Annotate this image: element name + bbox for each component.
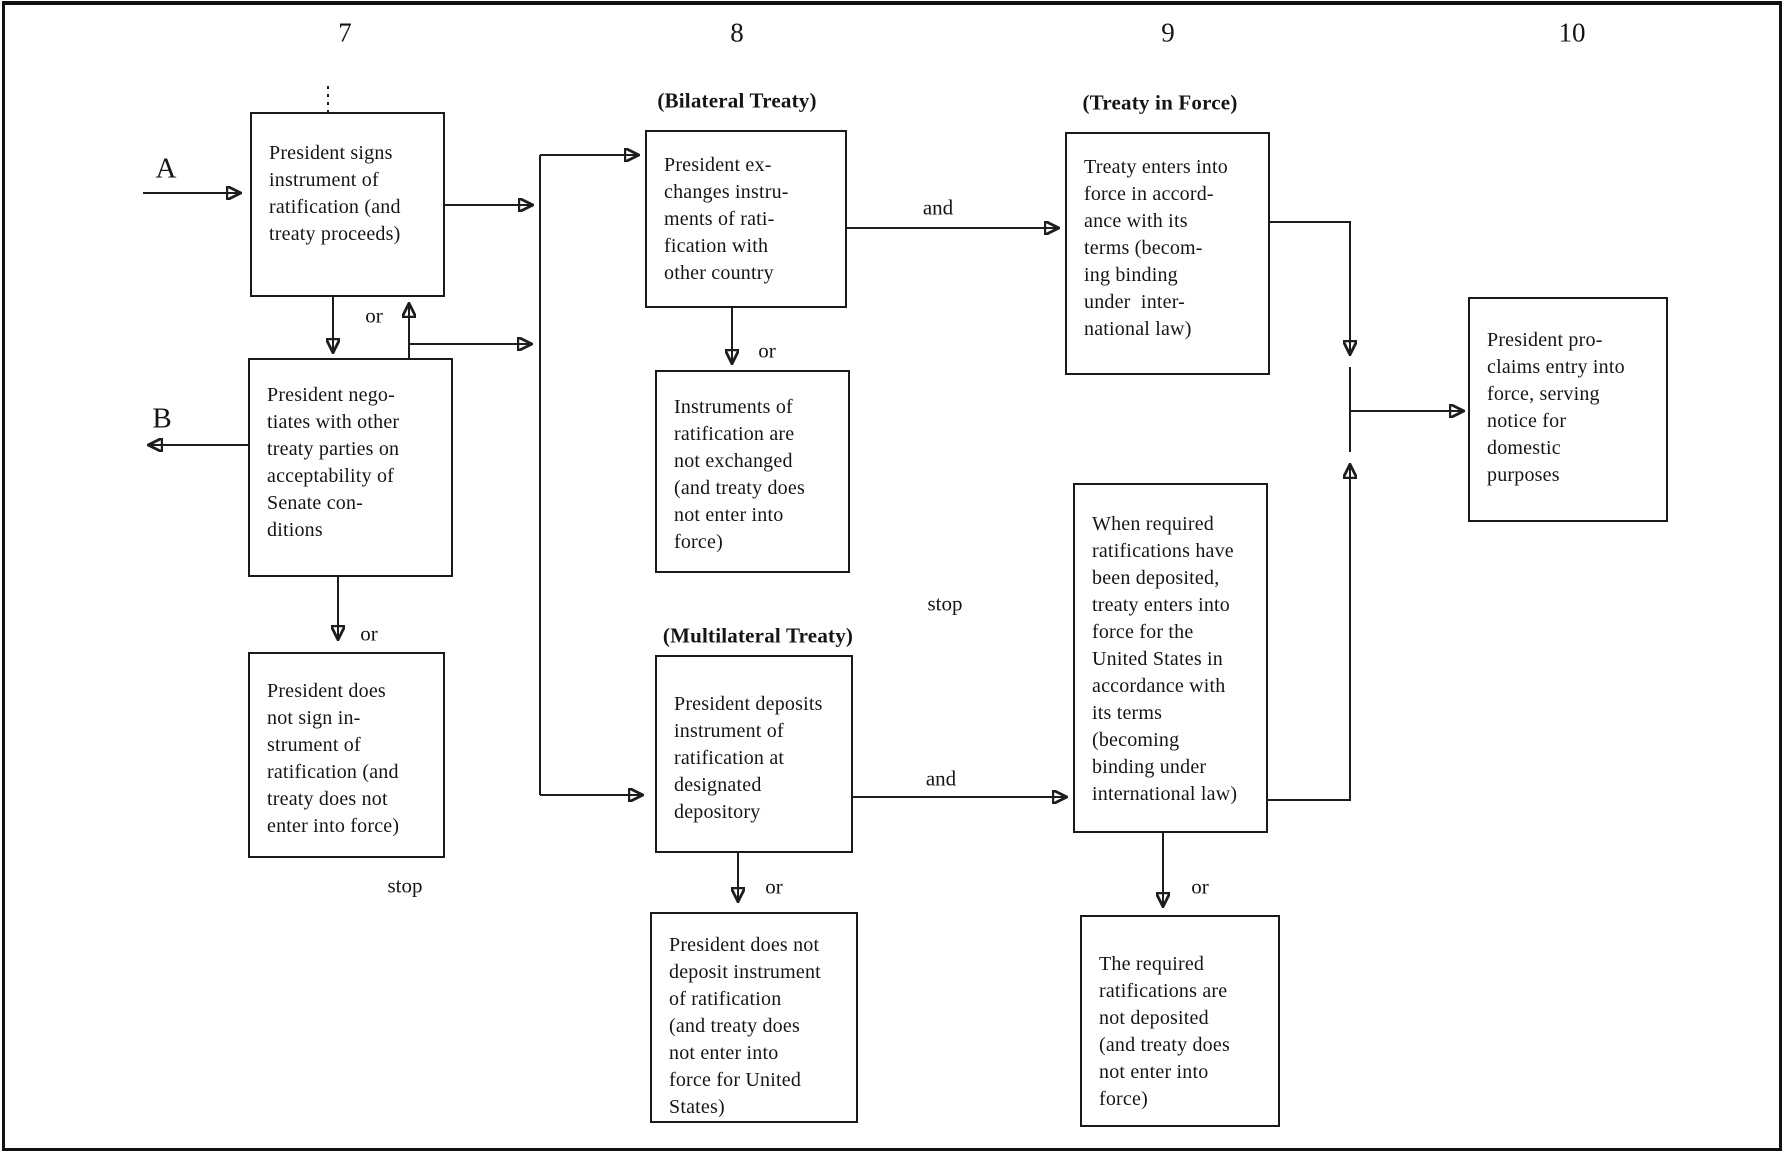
box-treaty-enters-into-force: Treaty enters into force in accord- ance… — [1065, 132, 1270, 375]
box-president-does-not-sign: President does not sign in- strument of … — [248, 652, 445, 858]
box-when-required-ratifications: When required ratifications have been de… — [1073, 483, 1268, 833]
header-multilateral-treaty: (Multilateral Treaty) — [662, 623, 854, 648]
box-instruments-not-exchanged: Instruments of ratification are not exch… — [655, 370, 850, 573]
box-required-ratifications-not-deposited: The required ratifications are not depos… — [1080, 915, 1280, 1127]
stop-label-middle: stop — [927, 591, 963, 616]
box-president-deposits: President deposits instrument of ratific… — [655, 655, 853, 853]
or-label-bilateral: or — [758, 338, 776, 363]
treaty-in-force-down-arrow — [1270, 221, 1350, 352]
or-label-negotiates: or — [360, 621, 378, 646]
and-label-bilateral: and — [922, 195, 954, 220]
column-number-9: 9 — [1161, 17, 1175, 48]
column-number-10: 10 — [1558, 17, 1586, 48]
entry-label-b: B — [152, 402, 172, 435]
column-number-7: 7 — [338, 17, 352, 48]
box-president-exchanges: President ex- changes instru- ments of r… — [645, 130, 847, 308]
when-required-up-arrow — [1268, 467, 1350, 801]
or-label-multilateral: or — [765, 874, 783, 899]
box-president-proclaims: President pro- claims entry into force, … — [1468, 297, 1668, 522]
or-label-signs: or — [365, 303, 383, 328]
header-treaty-in-force: (Treaty in Force) — [1082, 90, 1238, 115]
box-president-signs: President signs instrument of ratificati… — [250, 112, 445, 297]
box-president-negotiates: President nego- tiates with other treaty… — [248, 358, 453, 577]
header-bilateral-treaty: (Bilateral Treaty) — [657, 88, 817, 113]
column-number-8: 8 — [730, 17, 744, 48]
entry-label-a: A — [155, 152, 177, 185]
box-president-does-not-deposit: President does not deposit instrument of… — [650, 912, 858, 1123]
stop-label-column7: stop — [387, 873, 423, 898]
or-label-ratifications: or — [1191, 874, 1209, 899]
and-label-multilateral: and — [925, 766, 957, 791]
